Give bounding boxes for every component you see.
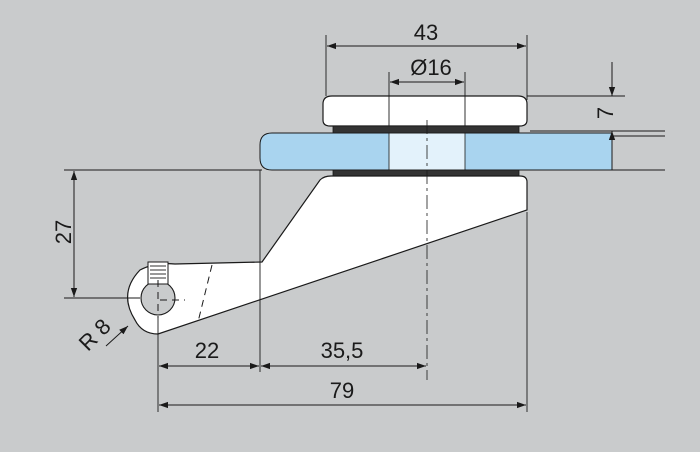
clamp-cap [322,95,528,134]
glass-pane [259,132,613,171]
dimension-length-total: 79 [159,212,528,412]
dimension-width-total-label: 43 [414,20,438,45]
dimension-height-top-label: 7 [593,107,618,119]
dimension-radius-label: R 8 [74,314,116,356]
dimension-offsets: 22 35,5 [157,170,426,412]
dimension-radius: R 8 [74,314,129,356]
dimension-diameter: Ø16 [388,55,466,96]
dimension-diameter-label: Ø16 [410,55,452,80]
clamp-arm [127,175,528,335]
bottom-gasket [332,169,520,177]
dimension-height-arm-label: 27 [51,220,76,244]
dimension-offset-center-label: 35,5 [321,338,364,363]
dimension-offset-left-label: 22 [195,338,219,363]
dimension-height-top: 7 [527,62,665,171]
dimension-width-total: 43 [325,20,528,100]
dimension-height-arm: 27 [51,169,262,299]
dimension-length-total-label: 79 [330,378,354,403]
